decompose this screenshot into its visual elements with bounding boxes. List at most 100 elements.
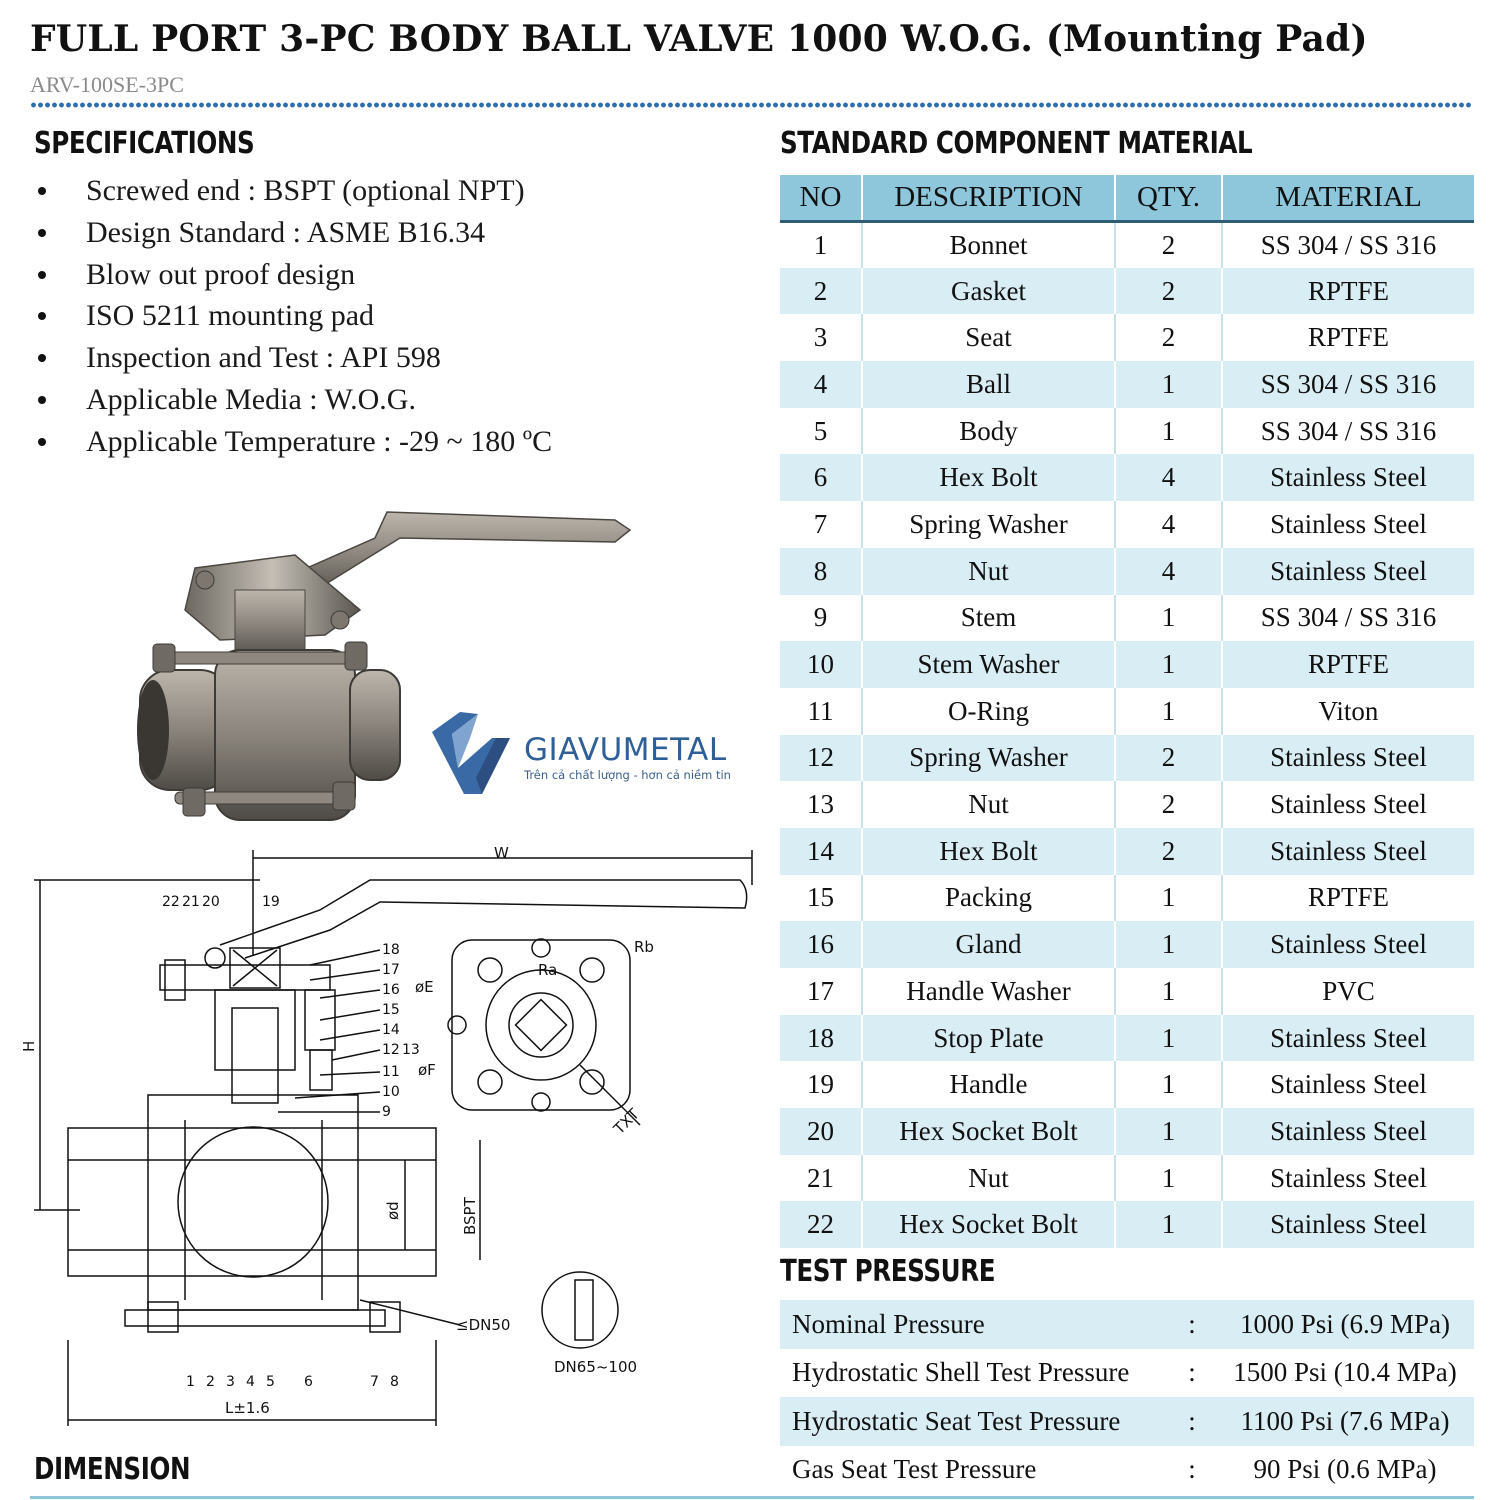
giavu-logo-icon — [432, 712, 510, 794]
row-material: RPTFE — [1222, 267, 1474, 315]
pressure-row: Hydrostatic Shell Test Pressure:1500 Psi… — [780, 1348, 1474, 1397]
brand-name: GIAVUMETAL — [524, 732, 727, 768]
row-material: SS 304 / SS 316 — [1222, 361, 1474, 408]
dim-label-w: W — [494, 844, 509, 862]
row-number: 9 — [780, 594, 863, 642]
pressure-separator: : — [1168, 1445, 1216, 1494]
row-description: Spring Washer — [862, 734, 1116, 782]
dotted-divider — [30, 100, 1472, 110]
dim-label-l: L±1.6 — [225, 1399, 270, 1417]
row-description: Packing — [862, 874, 1116, 922]
callout-number: 17 — [382, 962, 400, 978]
pressure-separator: : — [1168, 1348, 1216, 1397]
row-quantity: 1 — [1115, 1201, 1223, 1249]
row-number: 20 — [780, 1108, 863, 1155]
row-number: 14 — [780, 827, 863, 875]
row-quantity: 1 — [1115, 407, 1223, 455]
row-quantity: 4 — [1115, 454, 1223, 502]
callout-number: 11 — [382, 1064, 400, 1080]
callout-number: 8 — [390, 1374, 399, 1390]
row-description: Nut — [862, 781, 1116, 828]
row-number: 22 — [780, 1201, 863, 1249]
pressure-value: 90 Psi (0.6 MPa) — [1216, 1445, 1474, 1494]
row-material: Stainless Steel — [1222, 454, 1474, 502]
callout-number: 3 — [226, 1374, 235, 1390]
callout-number: 18 — [382, 942, 400, 958]
row-number: 21 — [780, 1154, 863, 1202]
callout-number: 9 — [382, 1104, 391, 1120]
row-quantity: 1 — [1115, 1154, 1223, 1202]
bullet-icon — [38, 437, 46, 446]
row-quantity: 2 — [1115, 827, 1223, 875]
specifications-heading: SPECIFICATIONS — [34, 126, 255, 161]
row-quantity: 1 — [1115, 1061, 1223, 1109]
spec-text: Blow out proof design — [86, 257, 356, 291]
row-number: 12 — [780, 734, 863, 782]
row-material: Stainless Steel — [1222, 547, 1474, 595]
spec-text: Applicable Temperature : -29 ~ 180 ºC — [86, 424, 553, 458]
spec-text: Inspection and Test : API 598 — [86, 341, 441, 375]
spec-item: Screwed end : BSPT (optional NPT) — [30, 170, 730, 212]
pressure-row: Gas Seat Test Pressure:90 Psi (0.6 MPa) — [780, 1445, 1474, 1494]
dim-label-e: øE — [415, 978, 434, 996]
row-number: 6 — [780, 454, 863, 502]
row-description: Gasket — [862, 267, 1116, 315]
test-pressure-heading: TEST PRESSURE — [780, 1254, 996, 1289]
dimension-drawing: W H L±1.6 BSPT ød øE øF Ra Rb TXT ≤DN50 … — [20, 844, 753, 1426]
brand-tagline: Trên cả chất lượng - hơn cả niềm tin — [524, 768, 731, 782]
pressure-row: Hydrostatic Seat Test Pressure:1100 Psi … — [780, 1397, 1474, 1446]
row-number: 10 — [780, 641, 863, 688]
row-material: Stainless Steel — [1222, 781, 1474, 828]
pressure-row: Nominal Pressure:1000 Psi (6.9 MPa) — [780, 1300, 1474, 1349]
callout-number: 12 — [382, 1042, 400, 1058]
callout-number: 10 — [382, 1084, 400, 1100]
row-material: Stainless Steel — [1222, 1061, 1474, 1109]
table-header-row: NO DESCRIPTION QTY. MATERIAL — [780, 175, 1474, 223]
callout-number: 6 — [304, 1374, 313, 1390]
test-pressure-table: Nominal Pressure:1000 Psi (6.9 MPa)Hydro… — [780, 1300, 1474, 1494]
row-quantity: 1 — [1115, 641, 1223, 688]
row-quantity: 2 — [1115, 734, 1223, 782]
row-description: Seat — [862, 314, 1116, 362]
pressure-label: Hydrostatic Seat Test Pressure — [780, 1397, 1168, 1446]
row-description: Ball — [862, 361, 1116, 408]
row-material: Stainless Steel — [1222, 1201, 1474, 1249]
components-heading: STANDARD COMPONENT MATERIAL — [780, 126, 1253, 161]
callout-number: 7 — [370, 1374, 379, 1390]
row-description: Stop Plate — [862, 1014, 1116, 1062]
bullet-icon — [38, 187, 46, 195]
row-description: Spring Washer — [862, 501, 1116, 548]
row-description: Stem — [862, 594, 1116, 642]
bullet-icon — [38, 228, 46, 237]
row-quantity: 1 — [1115, 968, 1223, 1015]
page-title: FULL PORT 3-PC BODY BALL VALVE 1000 W.O.… — [30, 18, 1368, 60]
row-number: 16 — [780, 921, 863, 968]
row-quantity: 1 — [1115, 594, 1223, 642]
callout-number: 5 — [266, 1374, 275, 1390]
row-number: 19 — [780, 1061, 863, 1109]
dim-label-rb: Rb — [634, 938, 654, 956]
row-description: Hex Socket Bolt — [862, 1201, 1116, 1249]
row-number: 15 — [780, 874, 863, 922]
pressure-label: Nominal Pressure — [780, 1300, 1168, 1349]
test-pressure-body: Nominal Pressure:1000 Psi (6.9 MPa)Hydro… — [780, 1300, 1474, 1494]
bullet-icon — [38, 354, 46, 363]
callout-number: 20 — [202, 894, 220, 910]
dim-label-f: øF — [418, 1061, 436, 1079]
